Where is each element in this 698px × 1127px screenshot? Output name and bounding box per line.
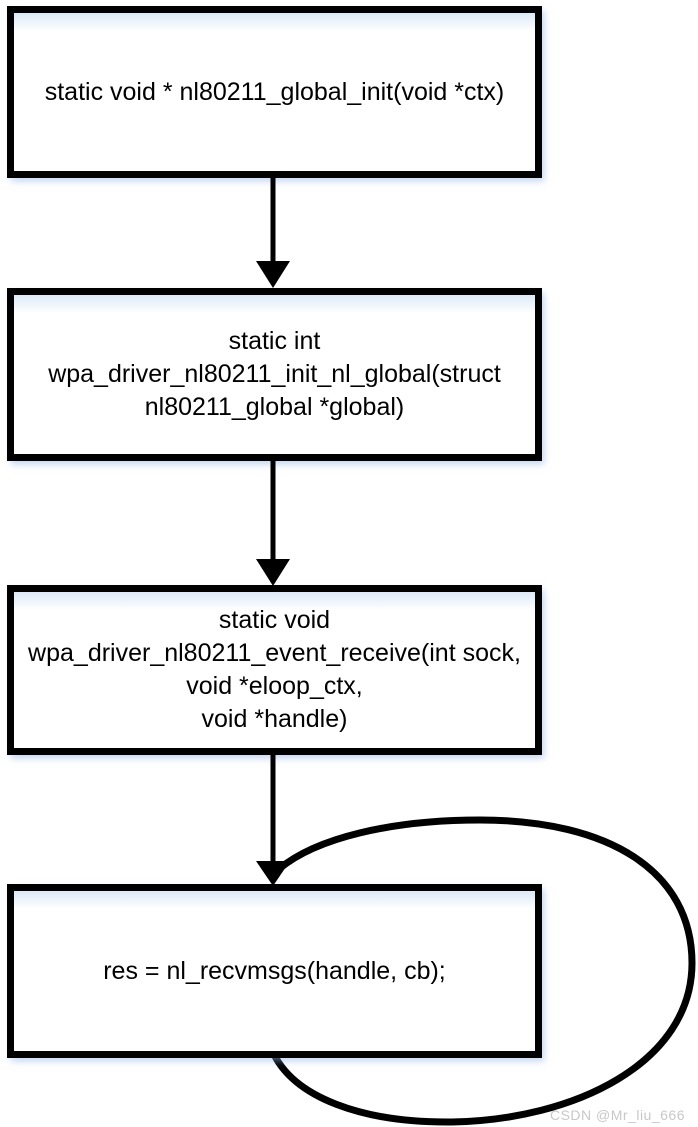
arrow-node3-to-node4 [256, 749, 290, 886]
node-wpa-driver-nl80211-init-nl-global: static int wpa_driver_nl80211_init_nl_gl… [7, 288, 542, 461]
arrow-node2-to-node3 [256, 455, 290, 586]
node-label: res = nl_recvmsgs(handle, cb); [103, 956, 446, 985]
arrow-node1-to-node2 [256, 172, 290, 288]
watermark: CSDN @Mr_liu_666 [549, 1107, 685, 1123]
node-label: static int wpa_driver_nl80211_init_nl_gl… [48, 327, 501, 421]
node-nl80211-global-init: static void * nl80211_global_init(void *… [7, 6, 542, 178]
node-wpa-driver-nl80211-event-receive: static void wpa_driver_nl80211_event_rec… [7, 585, 542, 755]
node-label: static void wpa_driver_nl80211_event_rec… [28, 606, 521, 733]
node-label: static void * nl80211_global_init(void *… [44, 77, 505, 106]
node-nl-recvmsgs-call: res = nl_recvmsgs(handle, cb); [7, 884, 542, 1058]
